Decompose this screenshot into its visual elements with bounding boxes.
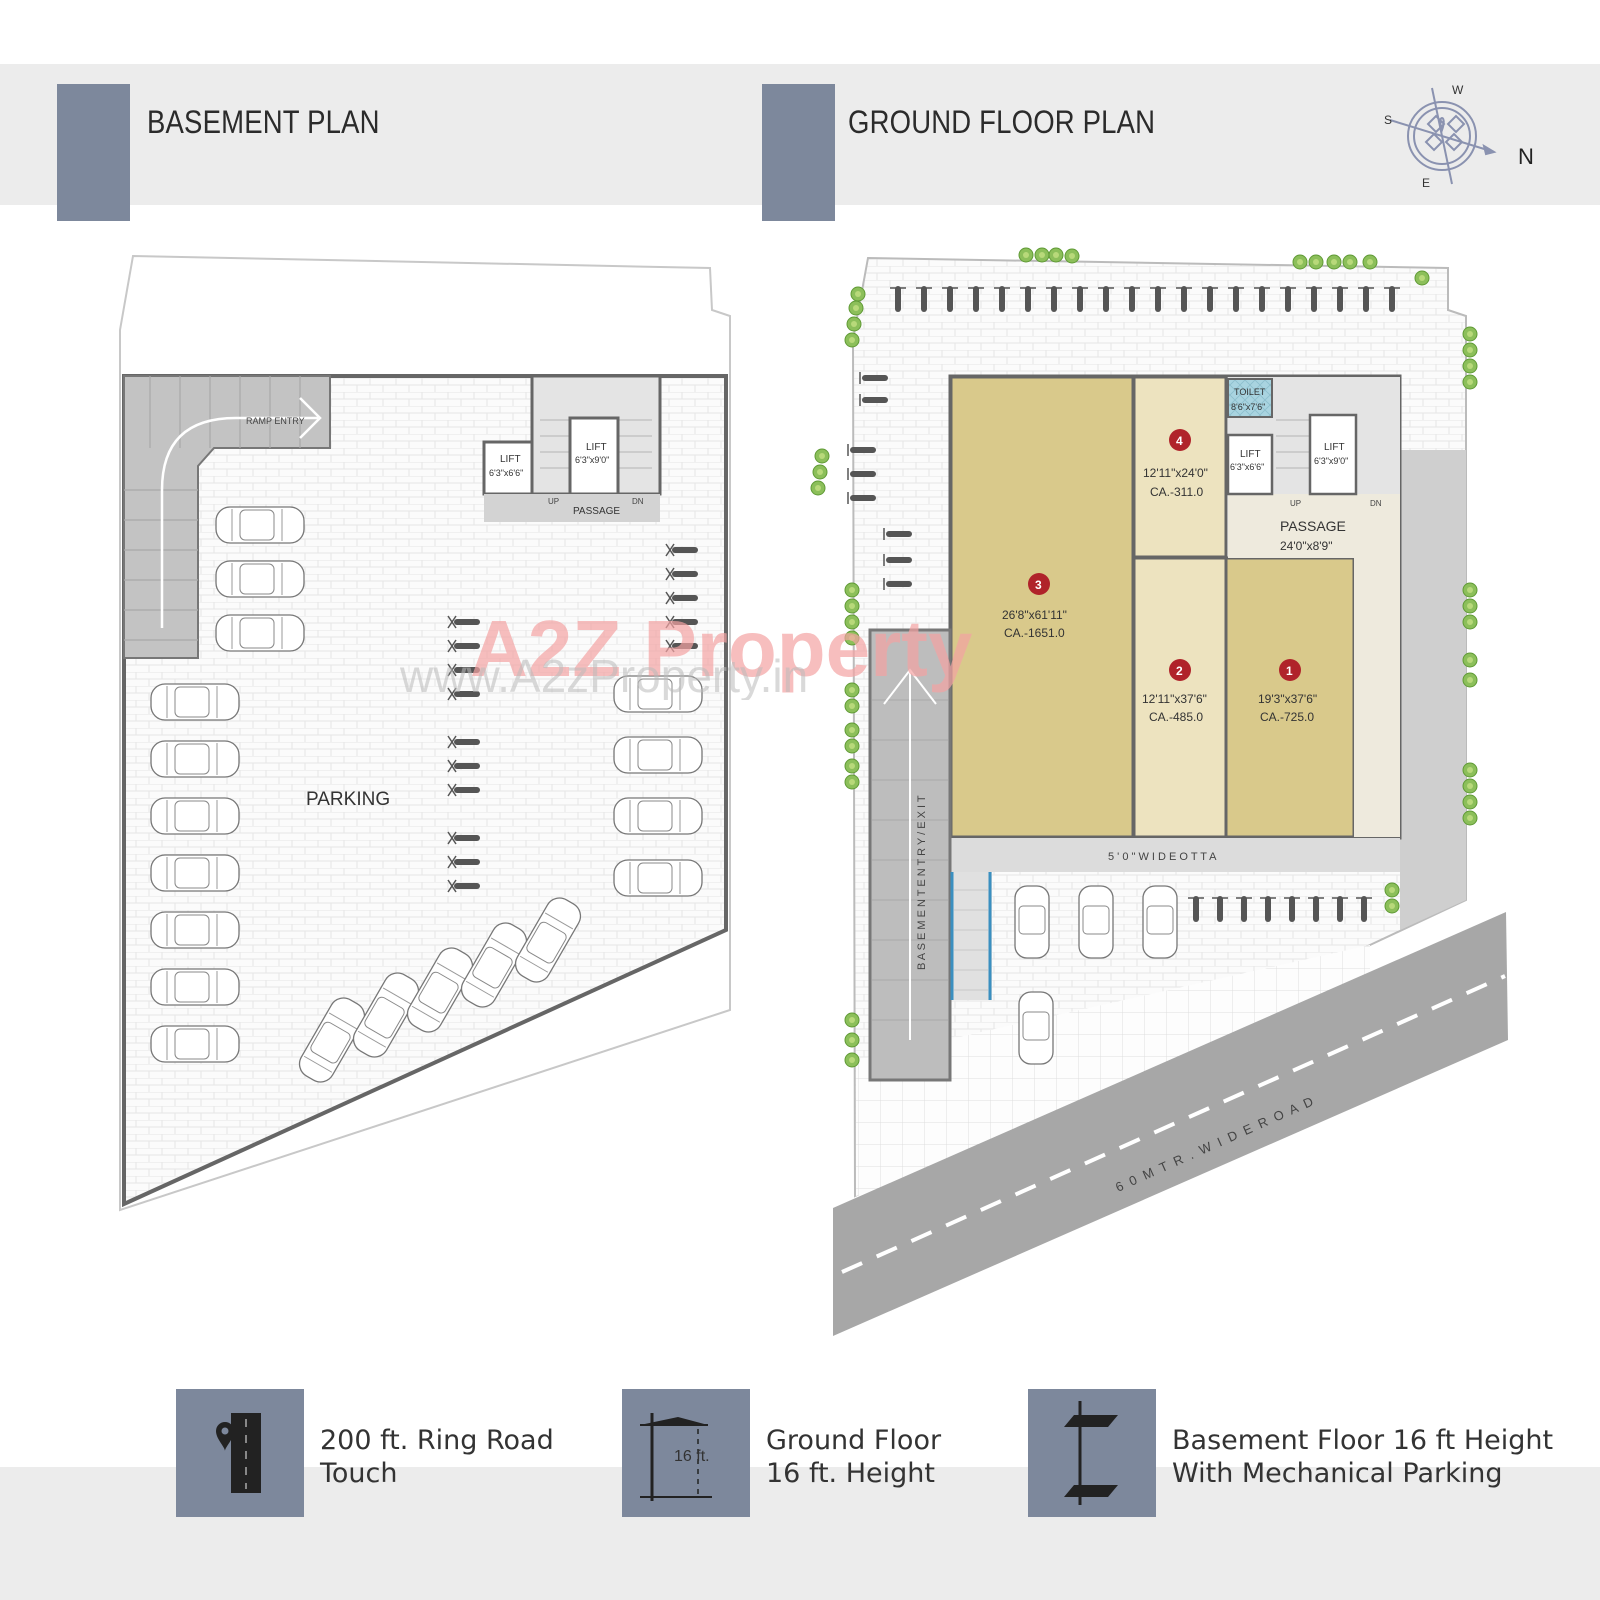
basement-passage-label: PASSAGE: [573, 506, 620, 517]
basement-lift-2-label: LIFT: [586, 442, 607, 453]
feature-ground-line1: Ground Floor: [766, 1425, 942, 1456]
unit-1: [1224, 556, 1356, 839]
basement-title-accent: [57, 84, 130, 221]
unit-2-size: 12'11"x37'6": [1142, 692, 1207, 706]
unit-1-size: 19'3"x37'6": [1258, 692, 1317, 706]
ground-lift-2-label: LIFT: [1324, 442, 1345, 453]
ground-lift-1-label: LIFT: [1240, 449, 1261, 460]
unit-3: [949, 375, 1135, 839]
mechanical-parking-icon: [1064, 1401, 1118, 1505]
feature-basement-text: Basement Floor 16 ft Height With Mechani…: [1172, 1424, 1553, 1490]
ground-up-label: UP: [1290, 499, 1301, 508]
unit-1-number: 1: [1286, 664, 1293, 678]
toilet: [1227, 378, 1273, 418]
unit-2-carpet-area: CA.-485.0: [1149, 710, 1203, 724]
feature-ground-height-text: Ground Floor 16 ft. Height: [766, 1424, 941, 1490]
unit-4-number: 4: [1176, 434, 1183, 448]
height-icon-label: 16 ft.: [674, 1448, 710, 1465]
parking-label: PARKING: [306, 789, 390, 810]
unit-4-badge: 4: [1169, 429, 1191, 451]
basement-lift-1-label: LIFT: [500, 454, 521, 465]
feature-basement-line1: Basement Floor 16 ft Height: [1172, 1425, 1554, 1456]
feature-road-line1: 200 ft. Ring Road: [320, 1425, 554, 1456]
ground-title-accent: [762, 84, 835, 221]
unit-1-badge: 1: [1279, 659, 1301, 681]
compass-e-label: E: [1422, 176, 1430, 190]
ground-passage-size: 24'0"x8'9": [1280, 539, 1332, 553]
otta-label: 5 ' 0 " W I D E O T T A: [1108, 851, 1217, 863]
unit-4-carpet-area: CA.-311.0: [1150, 485, 1203, 499]
feature-road-text: 200 ft. Ring Road Touch: [320, 1424, 554, 1490]
unit-2-badge: 2: [1169, 659, 1191, 681]
toilet-label: TOILET: [1234, 387, 1266, 397]
unit-3-carpet-area: CA.-1651.0: [1004, 626, 1065, 640]
basement-plan-drawing: RAMP ENTRY LIFT 6'3"x6'6" LIFT 6'3"x9'0"…: [119, 254, 731, 1212]
basement-dn-label: DN: [632, 497, 644, 506]
basement-up-label: UP: [548, 497, 559, 506]
unit-2-number: 2: [1176, 664, 1183, 678]
ground-passage-label: PASSAGE: [1280, 518, 1346, 534]
ground-lift-1-size: 6'3"x6'6": [1230, 462, 1264, 472]
feature-basement-icon-box: [1028, 1389, 1156, 1517]
unit-3-size: 26'8"x61'11": [1002, 608, 1067, 622]
height-16ft-icon: 16 ft.: [640, 1413, 712, 1501]
compass-icon: W S E N: [1384, 83, 1534, 190]
compass-s-label: S: [1384, 113, 1392, 127]
basement-plan-title: BASEMENT PLAN: [147, 104, 380, 140]
toilet-size: 8'6"x7'6": [1231, 402, 1265, 412]
compass-w-label: W: [1452, 83, 1464, 97]
feature-basement-line2: With Mechanical Parking: [1172, 1458, 1503, 1489]
unit-4-size: 12'11"x24'0": [1143, 466, 1208, 480]
unit-3-number: 3: [1035, 578, 1042, 592]
compass-n-label: N: [1518, 144, 1534, 169]
ground-floor-plan-title: GROUND FLOOR PLAN: [848, 104, 1156, 140]
ground-lift-2-size: 6'3"x9'0": [1314, 456, 1348, 466]
ground-dn-label: DN: [1370, 499, 1382, 508]
ground-floor-plan-drawing: 6 0 M T R . W I D E R O A D TOILET 8'6"x…: [810, 247, 1508, 1336]
basement-entry-exit-label: B A S E M E N T E N T R Y / E X I T: [916, 795, 928, 970]
feature-road-icon-box: [176, 1389, 304, 1517]
ramp-entry-label: RAMP ENTRY: [246, 416, 305, 426]
feature-ground-height-icon-box: 16 ft.: [622, 1389, 750, 1517]
unit-3-badge: 3: [1028, 573, 1050, 595]
basement-lift-2-size: 6'3"x9'0": [575, 455, 609, 465]
basement-lift-1-size: 6'3"x6'6": [489, 468, 523, 478]
road-pin-icon: [216, 1413, 261, 1493]
feature-road-line2: Touch: [320, 1458, 398, 1489]
feature-ground-line2: 16 ft. Height: [766, 1458, 935, 1489]
unit-1-carpet-area: CA.-725.0: [1260, 710, 1314, 724]
unit-2: [1132, 556, 1228, 839]
